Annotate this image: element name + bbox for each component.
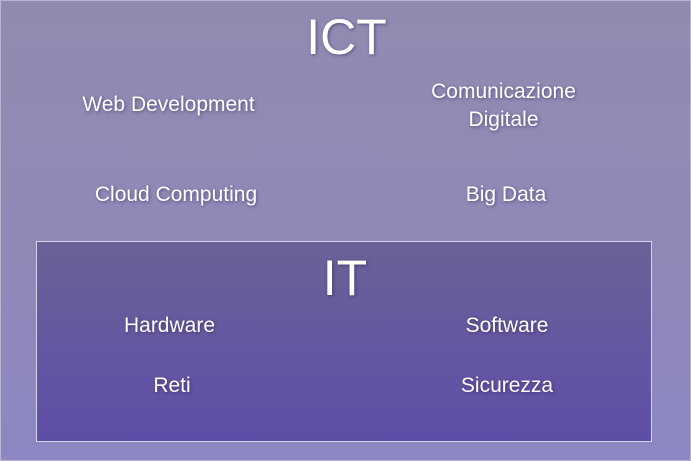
it-box: IT Hardware Software Reti Sicurezza: [36, 241, 652, 442]
ict-item-web-development: Web Development: [82, 93, 255, 116]
it-item-software: Software: [465, 314, 549, 337]
it-item-hardware: Hardware: [123, 314, 216, 337]
it-item-reti: Reti: [153, 374, 191, 397]
it-item-sicurezza: Sicurezza: [460, 374, 554, 397]
ict-title: ICT: [306, 9, 387, 65]
ict-item-big-data: Big Data: [465, 183, 547, 206]
it-title: IT: [322, 250, 368, 306]
ict-item-cloud-computing: Cloud Computing: [94, 183, 258, 206]
ict-item-comunicazione-digitale: Comunicazione Digitale: [431, 80, 576, 131]
